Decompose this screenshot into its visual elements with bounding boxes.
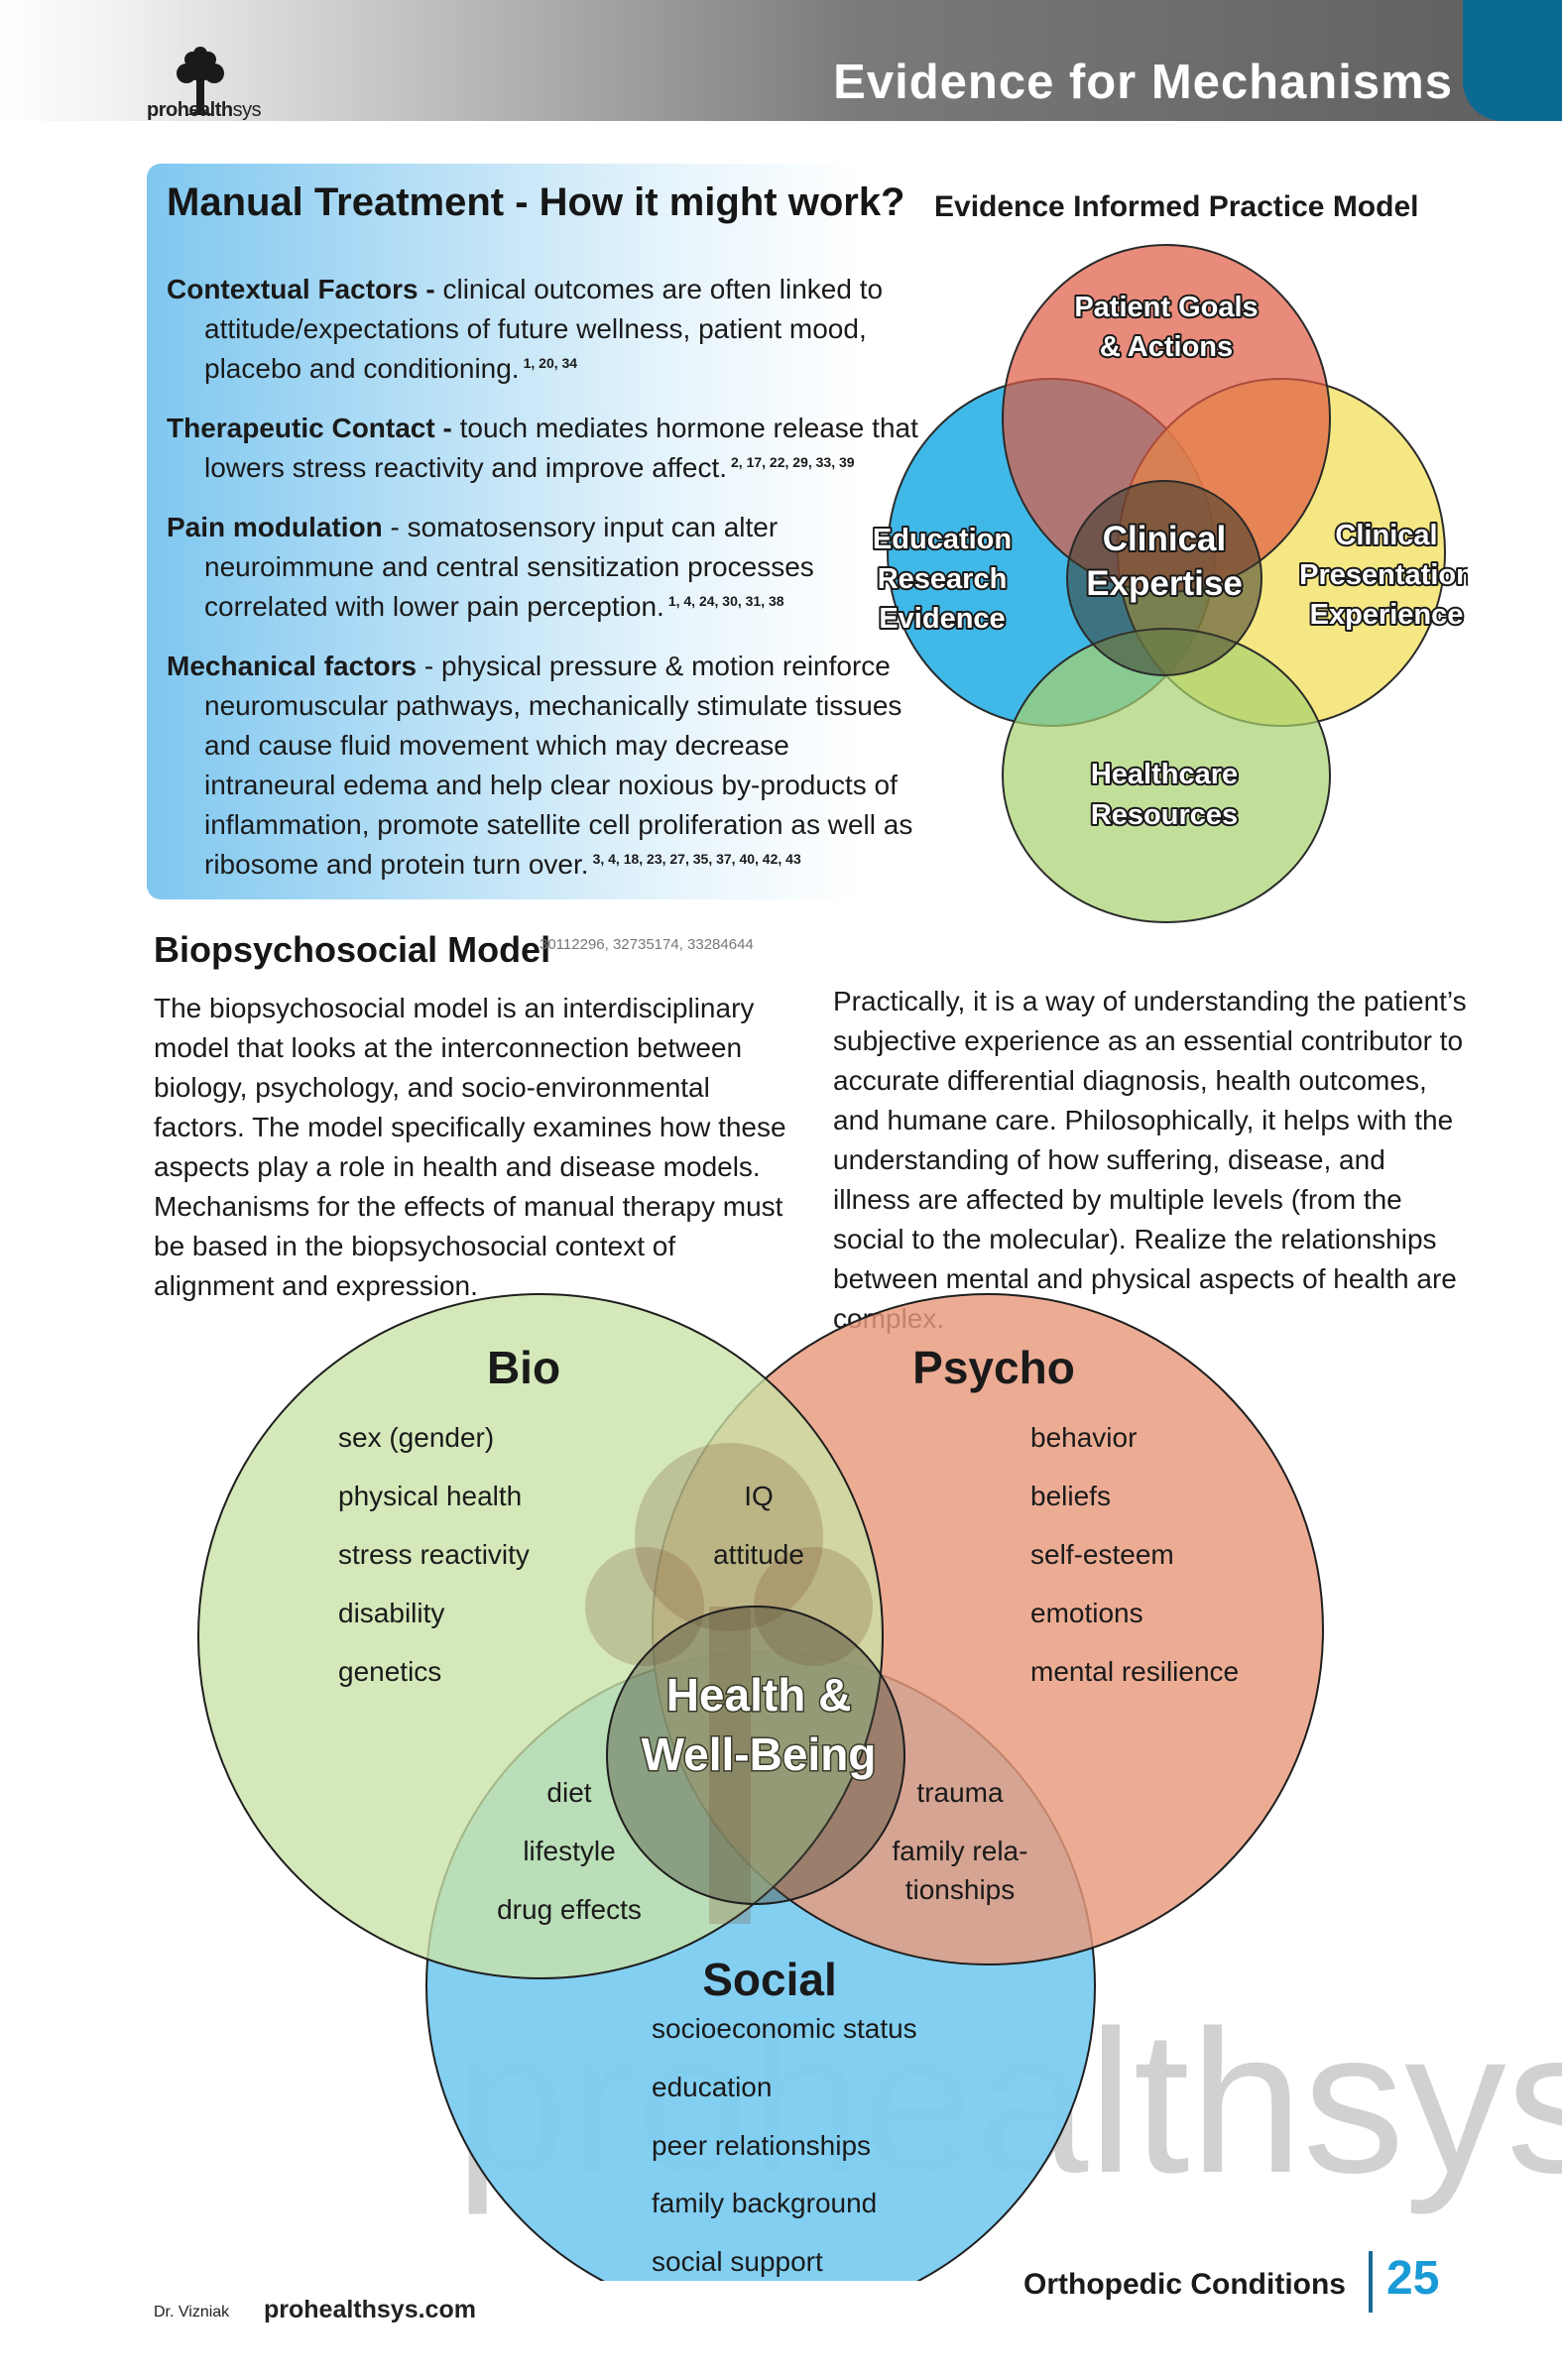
venn-social-item: education	[652, 2072, 772, 2102]
venn-bio-item: disability	[338, 1598, 444, 1628]
venn-psycho-social-item: trauma	[916, 1777, 1004, 1808]
venn-bio-item: sex (gender)	[338, 1422, 494, 1453]
manual-treatment-title: Manual Treatment - How it might work?	[167, 180, 905, 224]
venn-bio-item: genetics	[338, 1656, 441, 1687]
evidence-model-diagram: Patient Goals & Actions Education Resear…	[873, 244, 1468, 923]
header-tab	[1463, 0, 1562, 121]
page-title: Evidence for Mechanisms	[833, 56, 1453, 109]
venn-social-item: peer relationships	[652, 2130, 871, 2161]
biopsychosocial-title: Biopsychosocial Model	[154, 929, 551, 970]
venn-psycho-item: beliefs	[1030, 1481, 1111, 1511]
ev-label-top-1: Patient Goals	[1074, 292, 1258, 323]
ev-circle-center	[1066, 480, 1262, 676]
ev-label-top-2: & Actions	[1100, 331, 1233, 363]
venn-psycho-item: emotions	[1030, 1598, 1143, 1628]
mt-item-contextual: Contextual Factors - clinical outcomes a…	[167, 274, 884, 384]
biopsychosocial-refs: 30112296, 32735174, 33284644	[540, 936, 754, 953]
biopsychosocial-venn-diagram: prohealthsys Bio Psycho Social sex (gend…	[197, 1293, 1562, 2281]
biopsychosocial-para-2: Practically, it is a way of understandin…	[833, 986, 1467, 1334]
venn-psycho-item: self-esteem	[1030, 1539, 1174, 1570]
venn-bio-social-item: drug effects	[497, 1894, 642, 1925]
venn-tree-watermark-icon	[585, 1443, 873, 1924]
footer-author: Dr. Vizniak	[154, 2304, 230, 2320]
ev-label-right-2: Presentation	[1299, 559, 1468, 591]
venn-psycho-social-item: family rela-	[893, 1836, 1028, 1866]
ev-label-right-3: Experience	[1310, 599, 1464, 631]
mt-item-mechanical: Mechanical factors - physical pressure &…	[167, 651, 913, 880]
evidence-model-title: Evidence Informed Practice Model	[934, 190, 1419, 223]
mt-item-pain: Pain modulation - somatosensory input ca…	[167, 512, 814, 622]
venn-psycho-item: behavior	[1030, 1422, 1137, 1453]
venn-bio-item: physical health	[338, 1481, 522, 1511]
biopsychosocial-para-1: The biopsychosocial model is an interdis…	[154, 993, 786, 1301]
footer-separator	[1369, 2251, 1373, 2313]
venn-label-bio: Bio	[487, 1342, 560, 1393]
venn-center-label-1: Health &	[666, 1669, 852, 1721]
venn-circle-bio	[197, 1293, 884, 1979]
venn-bio-social-item: lifestyle	[523, 1836, 615, 1866]
mt-item-therapeutic: Therapeutic Contact - touch mediates hor…	[167, 413, 918, 483]
tree-logo-icon	[177, 47, 224, 115]
venn-center-health	[606, 1606, 905, 1905]
venn-label-social: Social	[702, 1954, 837, 2005]
venn-bio-social-item: diet	[546, 1777, 591, 1808]
ev-label-bottom-2: Resources	[1091, 799, 1238, 831]
manual-treatment-panel	[147, 164, 861, 899]
ev-label-left-2: Research	[878, 563, 1008, 595]
venn-center-label-2: Well-Being	[642, 1728, 877, 1780]
venn-label-psycho: Psycho	[912, 1342, 1075, 1393]
footer-category: Orthopedic Conditions	[1023, 2268, 1346, 2301]
venn-bio-item: stress reactivity	[338, 1539, 530, 1570]
ev-label-center-1: Clinical	[1103, 520, 1226, 558]
ev-label-right-1: Clinical	[1335, 520, 1437, 551]
ev-label-left-3: Evidence	[879, 603, 1005, 635]
venn-bio-psycho-item: IQ	[744, 1481, 774, 1511]
footer-site: prohealthsys.com	[264, 2296, 476, 2323]
venn-social-item: family background	[652, 2188, 877, 2218]
venn-social-item: social support	[652, 2246, 823, 2277]
logo-wordmark: prohealthsys	[147, 99, 262, 121]
venn-social-item: socioeconomic status	[652, 2013, 917, 2044]
ev-label-bottom-1: Healthcare	[1091, 759, 1238, 790]
page-header	[0, 0, 1562, 121]
venn-psycho-item: mental resilience	[1030, 1656, 1239, 1687]
ev-label-center-2: Expertise	[1086, 564, 1243, 603]
page-number: 25	[1386, 2252, 1440, 2305]
ev-label-left-1: Education	[873, 524, 1012, 555]
venn-bio-psycho-item: attitude	[713, 1539, 804, 1570]
venn-psycho-social-item: tionships	[905, 1874, 1016, 1905]
